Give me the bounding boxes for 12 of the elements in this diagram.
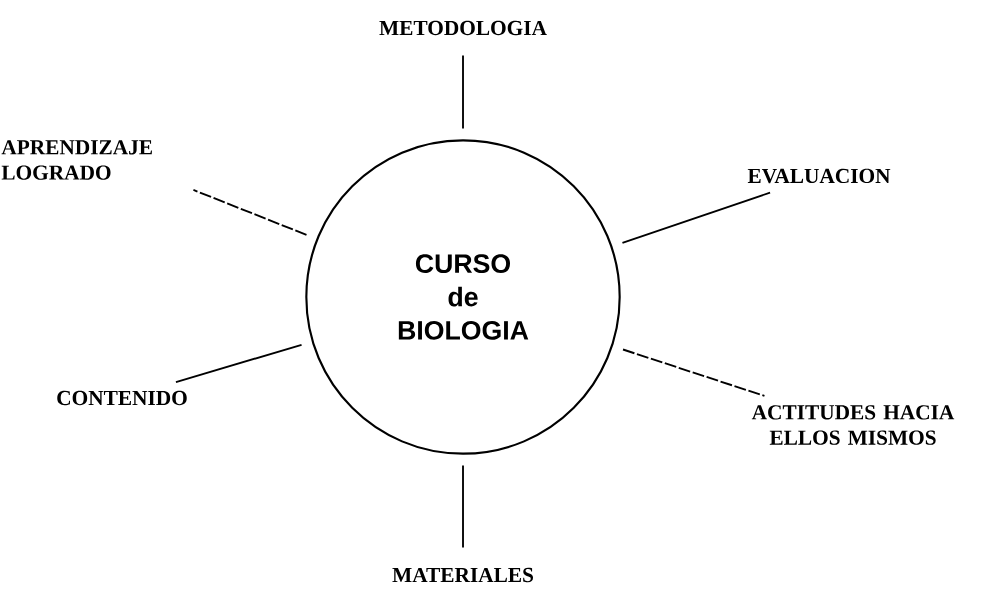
label-text: ACTITUDES HACIA ELLOS MISMOS xyxy=(751,405,955,445)
connector-line xyxy=(462,464,464,549)
label-text: METODOLOGIA xyxy=(379,20,547,36)
connector-line xyxy=(621,191,771,244)
label-text: MATERIALES xyxy=(392,567,533,583)
connector-line xyxy=(175,343,303,383)
connector-line xyxy=(622,348,766,397)
label-text: APRENDIZAJE LOGRADO xyxy=(1,140,152,180)
label-text: EVALUACION xyxy=(747,168,891,184)
connector-line xyxy=(192,189,308,236)
label-text: CONTENIDO xyxy=(57,390,187,406)
connector-line xyxy=(462,54,464,130)
